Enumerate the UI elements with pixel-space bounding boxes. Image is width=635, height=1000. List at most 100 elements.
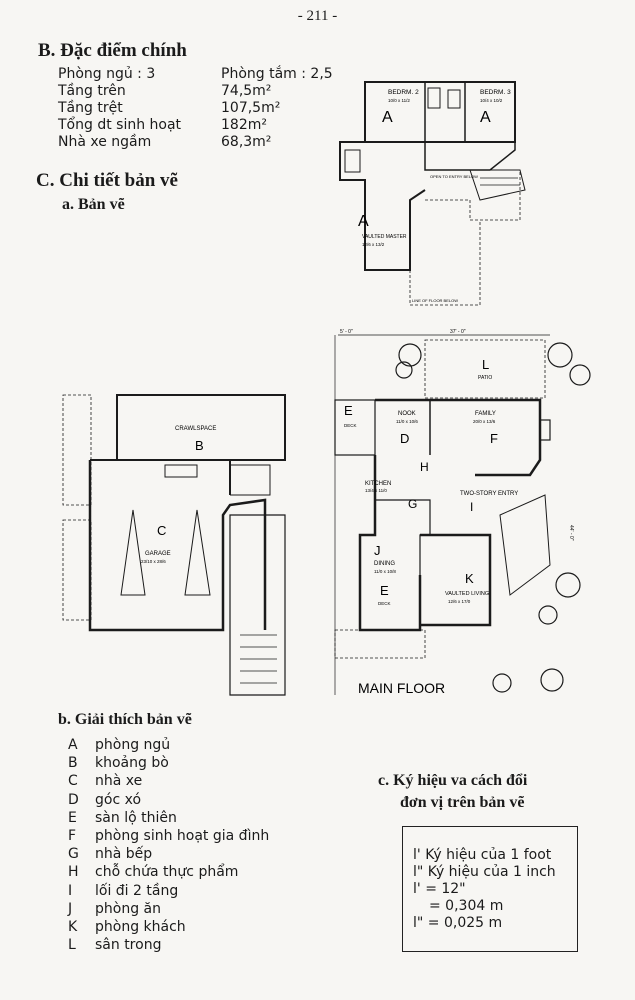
spec-row: Tầng trên 74,5m²: [58, 83, 333, 100]
entry-letter: I: [470, 500, 473, 514]
section-c-title: C. Chi tiết bản vẽ: [36, 170, 178, 191]
patio-letter: L: [482, 357, 489, 372]
upper-floor-plan: BEDRM. 2 10/0 x 11/2 A BEDRM. 3 10/4 x 1…: [339, 81, 526, 306]
units-box: l' Ký hiệu của 1 foot l" Ký hiệu của 1 i…: [402, 826, 578, 952]
section-c2-title-line1: c. Ký hiệu va cách đổi: [378, 772, 528, 789]
pantry-letter: H: [420, 460, 429, 474]
legend-letter: H: [68, 864, 79, 881]
nook-size: 11/0 x 10/6: [396, 419, 418, 424]
spec-label: Nhà xe ngầm: [58, 134, 152, 150]
legend-text: khoảng bò: [95, 755, 169, 772]
tree-icon: [398, 343, 422, 367]
crawlspace-letter: B: [195, 438, 204, 453]
tree-icon: [547, 342, 573, 368]
legend-text: nhà xe: [95, 773, 143, 790]
tree-icon: [492, 673, 512, 693]
units-line-foot-inch: l' = 12": [413, 881, 466, 897]
dining-letter: J: [374, 543, 381, 558]
legend-text: sàn lộ thiên: [95, 809, 177, 826]
kitchen-label: KITCHEN: [365, 481, 391, 487]
spec-label: Phòng ngủ : 3: [58, 66, 156, 82]
spec-value: 68,3m²: [221, 134, 272, 150]
page-number: - 211 -: [297, 8, 338, 24]
subsection-a-title: a. Bản vẽ: [62, 196, 125, 213]
legend-text: phòng ngủ: [95, 737, 171, 753]
patio-label: PATIO: [478, 375, 492, 381]
legend-letter: I: [68, 882, 73, 899]
nook-label: NOOK: [398, 411, 416, 417]
units-line-inch: l" Ký hiệu của 1 inch: [413, 864, 556, 880]
spec-label: Tầng trên: [58, 83, 126, 99]
legend-letter: C: [68, 773, 78, 790]
spec-value: 74,5m²: [221, 83, 272, 99]
legend-text: lối đi 2 tầng: [95, 882, 179, 899]
bedrm3-size: 10/4 x 10/2: [480, 98, 503, 103]
garage-size: 23/10 x 28/6: [141, 559, 166, 564]
legend-letter: G: [68, 846, 79, 863]
legend-letter: F: [68, 828, 77, 845]
spec-row: Nhà xe ngầm 68,3m²: [58, 134, 333, 151]
section-c2-title-line2: đơn vị trên bản vẽ: [400, 794, 525, 811]
tree-icon: [395, 361, 413, 379]
legend-letter: B: [68, 755, 78, 772]
legend-text: phòng sinh hoạt gia đình: [95, 828, 270, 845]
tree-icon: [538, 605, 558, 625]
crawlspace-label: CRAWLSPACE: [175, 426, 216, 432]
tree-group: [395, 342, 591, 693]
living-label: VAULTED LIVING: [445, 591, 489, 597]
spec-label: Tầng trệt: [58, 100, 123, 116]
kitchen-letter: G: [408, 497, 417, 511]
legend-text: chỗ chứa thực phẩm: [95, 864, 239, 881]
master-label: VAULTED MASTER: [362, 234, 407, 240]
main-floor-plan: 5' - 0" 37' - 0" L PATIO E DECK NOOK 11/…: [334, 329, 591, 696]
spec-label: Tổng dt sinh hoạt: [58, 117, 182, 133]
nook-letter: D: [400, 431, 409, 446]
section-b-title: B. Đặc điểm chính: [38, 40, 187, 61]
family-letter: F: [490, 431, 498, 446]
dim-depth: 44' - 0": [568, 525, 574, 541]
kitchen-size: 13/4 x 11/0: [365, 488, 387, 493]
units-line-foot: l' Ký hiệu của 1 foot: [413, 847, 552, 863]
deck-letter-lower: E: [380, 583, 389, 598]
legend-letter: E: [68, 809, 77, 826]
living-size: 12/6 x 17/0: [448, 599, 471, 604]
legend-letter: J: [68, 900, 73, 917]
spec-value: 182m²: [221, 117, 267, 133]
legend-text: góc xó: [95, 791, 142, 808]
entry-label: TWO-STORY ENTRY: [460, 491, 518, 497]
floor-below-label: LINE OF FLOOR BELOW: [412, 298, 458, 303]
tree-icon: [540, 668, 564, 692]
legend-text: phòng ăn: [95, 900, 161, 917]
legend-letter: L: [68, 937, 76, 954]
garage-floor-plan: CRAWLSPACE B C GARAGE 23/10 x 28/6: [62, 394, 286, 696]
units-line-inch-meter: l" = 0,025 m: [413, 915, 503, 931]
units-line-foot-meter: = 0,304 m: [429, 898, 504, 914]
main-floor-caption: MAIN FLOOR: [358, 680, 445, 696]
dining-size: 11/0 x 10/8: [374, 569, 396, 574]
legend-letter: A: [68, 737, 78, 753]
legend-text: sân trong: [95, 937, 162, 954]
family-size: 20/0 x 13/6: [473, 419, 496, 424]
spec-row: Tổng dt sinh hoạt 182m²: [58, 117, 333, 134]
living-letter: K: [465, 571, 474, 586]
bedrm3-label: BEDRM. 3: [480, 89, 511, 96]
bedrm2-letter: A: [382, 109, 393, 126]
legend-letter: D: [68, 791, 79, 808]
master-letter: A: [358, 213, 369, 230]
legend-letter: K: [68, 919, 78, 936]
tree-icon: [569, 364, 591, 386]
bedrm2-label: BEDRM. 2: [388, 89, 419, 96]
bedrm2-size: 10/0 x 11/2: [388, 98, 410, 103]
